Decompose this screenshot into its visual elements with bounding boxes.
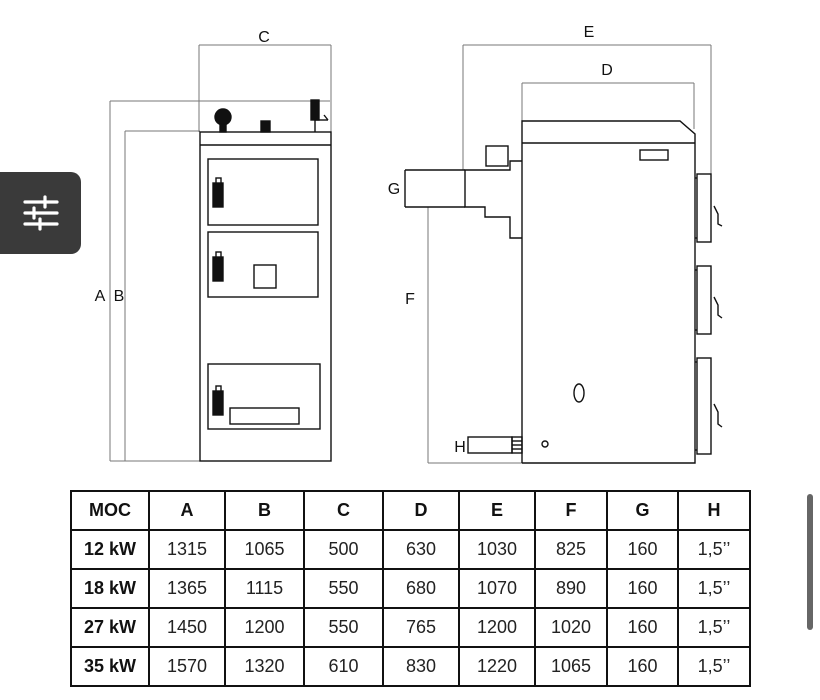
header-f: F (534, 490, 608, 531)
table-cell: 160 (606, 607, 679, 648)
header-c: C (303, 490, 384, 531)
table-cell: 1320 (224, 646, 305, 687)
table-cell: 35 kW (70, 646, 150, 687)
table-cell: 1220 (458, 646, 536, 687)
rating-plate (639, 149, 669, 161)
table-cell: 1030 (458, 529, 536, 570)
table-cell: 160 (606, 568, 679, 609)
table-row: 18 kW 1365 1115 550 680 1070 890 160 1,5… (70, 568, 751, 609)
table-cell: 27 kW (70, 607, 150, 648)
label-h: H (454, 439, 466, 456)
table-cell: 680 (382, 568, 460, 609)
header-h: H (677, 490, 751, 531)
table-cell: 550 (303, 568, 384, 609)
table-cell: 1,5’’ (677, 529, 751, 570)
top-fitting-valve (310, 99, 320, 121)
table-cell: 765 (382, 607, 460, 648)
table-cell: 610 (303, 646, 384, 687)
label-e: E (584, 24, 595, 41)
sliders-icon (22, 195, 59, 231)
label-c: C (258, 29, 270, 46)
table-cell: 1,5’’ (677, 607, 751, 648)
chimney-collar (485, 145, 509, 167)
table-cell: 1115 (224, 568, 305, 609)
table-cell: 630 (382, 529, 460, 570)
table-cell: 12 kW (70, 529, 150, 570)
header-g: G (606, 490, 679, 531)
header-a: A (148, 490, 226, 531)
table-cell: 1200 (224, 607, 305, 648)
label-f: F (405, 291, 415, 308)
scrollbar-thumb[interactable] (807, 494, 813, 630)
table-cell: 830 (382, 646, 460, 687)
top-fitting-small (260, 120, 271, 133)
filter-button[interactable] (0, 172, 81, 254)
header-power: MOC (70, 490, 150, 531)
sight-hole (573, 383, 585, 403)
header-b: B (224, 490, 305, 531)
table-cell: 825 (534, 529, 608, 570)
table-cell: 1570 (148, 646, 226, 687)
label-b: B (114, 288, 125, 305)
ash-opening (229, 407, 300, 425)
table-header-row: MOC A B C D E F G H (70, 490, 751, 531)
table-cell: 1365 (148, 568, 226, 609)
front-view (109, 44, 332, 462)
table-cell: 1,5’’ (677, 646, 751, 687)
front-door-middle (207, 231, 319, 298)
drain-port (541, 440, 549, 448)
table-cell: 1070 (458, 568, 536, 609)
flue-outlet (464, 160, 522, 239)
side-door-top (696, 173, 712, 243)
label-d: D (601, 62, 613, 79)
table-cell: 1450 (148, 607, 226, 648)
table-cell: 1200 (458, 607, 536, 648)
dimensions-table: MOC A B C D E F G H 12 kW 1315 1065 500 … (70, 490, 751, 687)
side-body (521, 120, 696, 464)
side-door-bottom (696, 357, 712, 455)
label-a: A (95, 288, 106, 305)
table-cell: 18 kW (70, 568, 150, 609)
table-cell: 1315 (148, 529, 226, 570)
side-view (404, 44, 723, 464)
return-connection (467, 436, 513, 454)
table-cell: 1065 (534, 646, 608, 687)
table-cell: 160 (606, 529, 679, 570)
boiler-dimension-diagram: C E D G A B F H (95, 24, 723, 464)
table-cell: 1020 (534, 607, 608, 648)
table-cell: 890 (534, 568, 608, 609)
front-door-top (207, 158, 319, 226)
inspection-window (253, 264, 277, 289)
table-cell: 500 (303, 529, 384, 570)
side-door-middle (696, 265, 712, 335)
table-row: 27 kW 1450 1200 550 765 1200 1020 160 1,… (70, 607, 751, 648)
table-row: 12 kW 1315 1065 500 630 1030 825 160 1,5… (70, 529, 751, 570)
top-fitting-round (214, 108, 232, 126)
side-dimension-lines (427, 44, 712, 464)
header-d: D (382, 490, 460, 531)
table-row: 35 kW 1570 1320 610 830 1220 1065 160 1,… (70, 646, 751, 687)
label-g: G (388, 181, 400, 198)
table-cell: 160 (606, 646, 679, 687)
front-door-bottom (207, 363, 321, 430)
table-cell: 550 (303, 607, 384, 648)
header-e: E (458, 490, 536, 531)
front-dimension-lines (109, 44, 332, 462)
table-cell: 1,5’’ (677, 568, 751, 609)
table-cell: 1065 (224, 529, 305, 570)
